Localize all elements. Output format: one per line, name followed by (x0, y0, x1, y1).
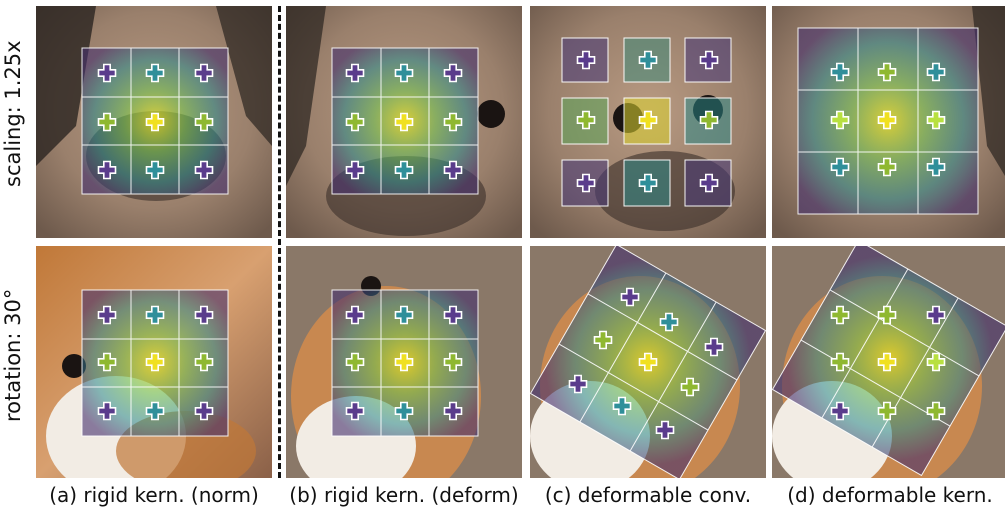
caption-c: (c) deformable conv. (544, 483, 752, 507)
kernel-cross-icon (593, 330, 613, 350)
kernel-cross-icon (443, 63, 463, 83)
kernel-cross-icon (704, 337, 724, 357)
kernel-cross-icon (97, 401, 117, 421)
kernel-cross-icon (638, 110, 658, 130)
kernel-cross-icon (97, 305, 117, 325)
kernel-cross-icon (877, 305, 897, 325)
kernel-cross-icon (443, 305, 463, 325)
kernel-cross-icon (659, 312, 679, 332)
kernel-cross-icon (655, 420, 675, 440)
kernel-cross-icon (568, 374, 588, 394)
kernel-cross-icon (830, 305, 850, 325)
kernel-cross-icon (877, 401, 897, 421)
kernel-cross-icon (145, 352, 165, 372)
kernel-cross-icon (830, 157, 850, 177)
kernel-cross-icon (576, 110, 596, 130)
kernel-cross-icon (830, 62, 850, 82)
kernel-cross-icon (394, 160, 414, 180)
kernel-cross-icon (97, 352, 117, 372)
kernel-cross-icon (345, 401, 365, 421)
caption-a: (a) rigid kern. (norm) (49, 483, 259, 507)
kernel-cross-icon (345, 112, 365, 132)
kernel-cross-icon (638, 173, 658, 193)
caption-d: (d) deformable kern. (787, 483, 993, 507)
kernel-cross-icon (638, 50, 658, 70)
kernel-cross-icon (830, 401, 850, 421)
kernel-cross-icon (97, 63, 117, 83)
kernel-cross-icon (638, 352, 658, 372)
kernel-cross-icon (394, 401, 414, 421)
kernel-cross-icon (145, 401, 165, 421)
kernel-cross-icon (443, 352, 463, 372)
kernel-cross-icon (345, 160, 365, 180)
kernel-cross-icon (699, 173, 719, 193)
kernel-cross-icon (877, 110, 897, 130)
kernel-cross-icon (443, 112, 463, 132)
kernel-cross-icon (877, 352, 897, 372)
kernel-cross-icon (699, 50, 719, 70)
kernel-cross-icon (194, 63, 214, 83)
kernel-cross-icon (145, 305, 165, 325)
kernel-cross-icon (97, 160, 117, 180)
kernel-cross-icon (680, 377, 700, 397)
kernel-cross-icon (443, 160, 463, 180)
column-divider (278, 6, 281, 478)
kernel-cross-icon (926, 110, 946, 130)
kernel-cross-icon (443, 401, 463, 421)
panel-shiba-deformable-kern (772, 246, 1005, 478)
kernel-cross-icon (194, 160, 214, 180)
kernel-cross-icon (194, 352, 214, 372)
kernel-cross-icon (345, 63, 365, 83)
kernel-cross-icon (576, 50, 596, 70)
kernel-cross-icon (194, 305, 214, 325)
kernel-cross-icon (194, 401, 214, 421)
kernel-cross-icon (345, 305, 365, 325)
kernel-cross-icon (830, 110, 850, 130)
kernel-cross-icon (394, 63, 414, 83)
kernel-cross-icon (394, 352, 414, 372)
kernel-cross-icon (612, 396, 632, 416)
kernel-cross-icon (926, 305, 946, 325)
kernel-cross-icon (145, 160, 165, 180)
kernel-cross-icon (394, 305, 414, 325)
kernel-cross-icon (877, 157, 897, 177)
kernel-cross-icon (620, 287, 640, 307)
kernel-cross-icon (830, 352, 850, 372)
kernel-cross-icon (345, 352, 365, 372)
kernel-cross-icon (699, 110, 719, 130)
kernel-cross-icon (576, 173, 596, 193)
panel-pug-deformable-kern (772, 6, 1005, 238)
caption-b: (b) rigid kern. (deform) (289, 483, 519, 507)
kernel-cross-icon (877, 62, 897, 82)
kernel-cross-icon (926, 352, 946, 372)
kernel-cross-icon (394, 112, 414, 132)
kernel-cross-icon (194, 112, 214, 132)
kernel-cross-icon (926, 157, 946, 177)
kernel-cross-icon (926, 62, 946, 82)
kernel-cross-icon (926, 401, 946, 421)
kernel-cross-icon (145, 63, 165, 83)
kernel-cross-icon (97, 112, 117, 132)
kernel-cross-icon (145, 112, 165, 132)
